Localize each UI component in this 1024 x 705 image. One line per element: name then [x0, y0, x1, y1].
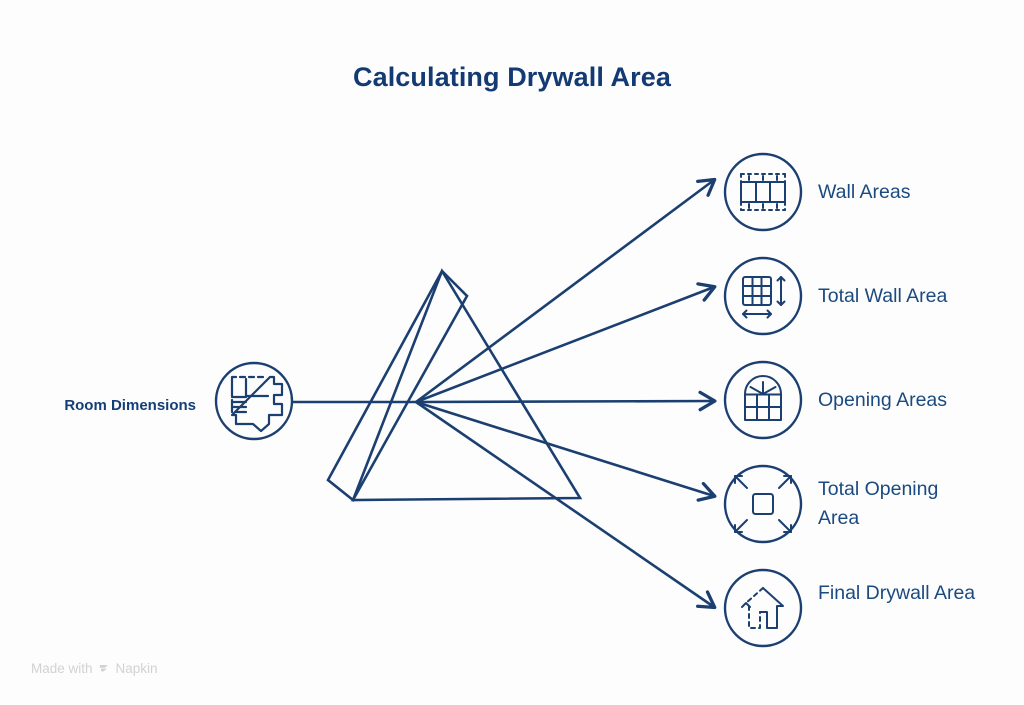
page-title: Calculating Drywall Area [352, 62, 671, 92]
watermark-prefix: Made with [31, 661, 93, 676]
ray-to-final-drywall-area [415, 400, 717, 610]
output-label-final-drywall-area: Final Drywall Area [818, 582, 976, 604]
node-total-opening-area[interactable] [723, 464, 803, 544]
ray-to-opening-areas [415, 390, 717, 412]
node-opening-areas[interactable] [723, 360, 803, 440]
output-label-opening-areas: Opening Areas [818, 389, 948, 411]
watermark-brand: Napkin [115, 661, 158, 676]
output-label-total-wall-area: Total Wall Area [818, 285, 948, 307]
node-wall-areas[interactable] [723, 152, 803, 232]
source-label-room-dimensions: Room Dimensions [64, 397, 196, 414]
house-arrow-icon [741, 587, 784, 629]
ray-to-total-opening-area [415, 400, 717, 502]
grid-measure-icon [742, 276, 786, 319]
output-label-wall-areas: Wall Areas [818, 181, 911, 203]
expand-square-icon [734, 475, 792, 533]
watermark: Made with Napkin [31, 661, 158, 676]
wall-panels-icon [740, 173, 786, 211]
node-final-drywall-area[interactable] [723, 568, 803, 648]
output-label-total-opening-area: Total Opening Area [818, 478, 939, 529]
ray-to-total-wall-area [415, 282, 717, 404]
triangular-prism-shape [326, 268, 583, 502]
floor-plan-icon [230, 375, 284, 433]
ray-to-wall-areas [415, 177, 717, 404]
node-room-dimensions[interactable] [214, 361, 294, 441]
output-rays [415, 177, 717, 610]
arched-window-icon [744, 375, 782, 421]
node-total-wall-area[interactable] [723, 256, 803, 336]
napkin-logo-icon [98, 662, 111, 675]
